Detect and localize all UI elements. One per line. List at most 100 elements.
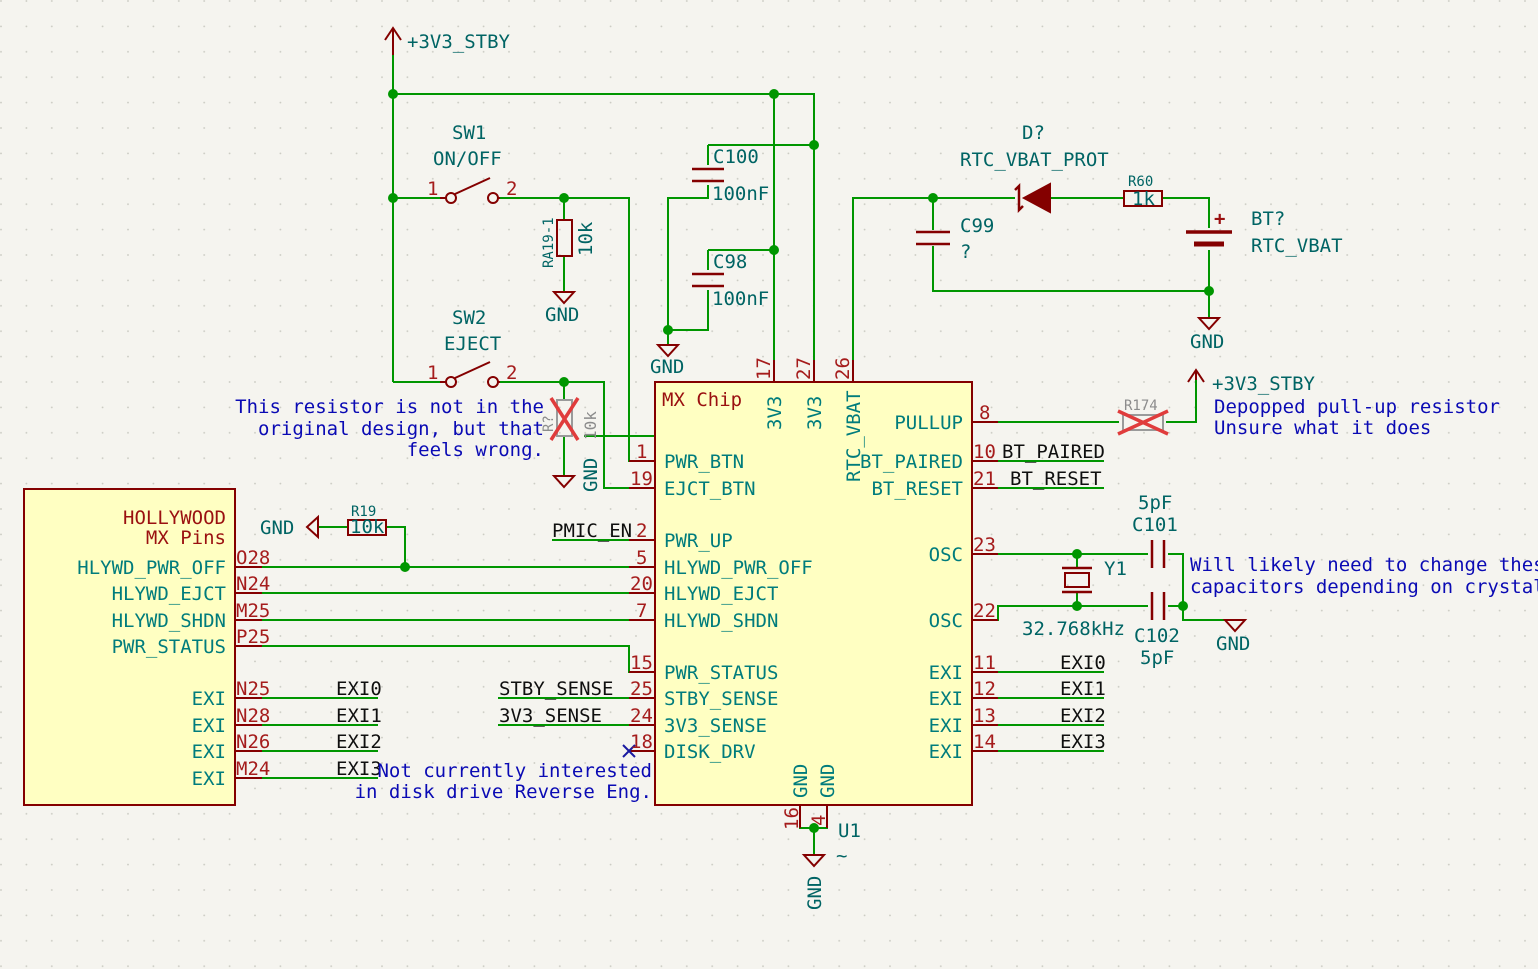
ground-icon[interactable]	[305, 514, 319, 540]
pin-name-pwr-status: PWR_STATUS	[664, 662, 778, 684]
net-label-exi2-left[interactable]: EXI2	[336, 731, 382, 753]
pin-name-bt-reset: BT_RESET	[871, 478, 963, 500]
battery-symbol[interactable]	[1186, 230, 1232, 247]
c101-symbol[interactable]	[1150, 540, 1166, 568]
disk-note-line2: in disk drive Reverse Eng.	[355, 781, 652, 803]
net-label-bt-reset[interactable]: BT_RESET	[1010, 468, 1102, 490]
c99-symbol[interactable]	[916, 230, 950, 246]
mx-chip-ref: U1	[838, 820, 861, 842]
hollywood-pin-labels: HLYWD_PWR_OFF HLYWD_EJCT HLYWD_SHDN PWR_…	[77, 547, 270, 790]
net-label-pmic-en[interactable]: PMIC_EN	[552, 520, 632, 542]
resistor-symbols	[347, 190, 1164, 536]
net-label-exi2-right[interactable]: EXI2	[1060, 705, 1106, 727]
power-label-3v3-right: +3V3_STBY	[1212, 373, 1316, 395]
r60-body[interactable]	[1123, 190, 1163, 207]
power-arrow-icon[interactable]	[1187, 368, 1205, 383]
sw1-symbol[interactable]	[440, 177, 500, 204]
wire-pullup-3v3[interactable]	[1166, 380, 1197, 423]
c100-symbol[interactable]	[692, 167, 724, 183]
c98-ref: C98	[713, 251, 747, 273]
r174-body[interactable]	[1122, 414, 1164, 431]
gnd-label-chip: GND	[804, 876, 826, 910]
wire-cap-gnd[interactable]	[1168, 553, 1235, 621]
net-label-exi3-right[interactable]: EXI3	[1060, 731, 1106, 753]
junction	[663, 325, 673, 335]
wire-3v3-top[interactable]	[393, 93, 815, 382]
hlywd-pin-num: P25	[236, 626, 270, 648]
junction	[928, 193, 938, 203]
disk-note-line1: Not currently interested	[377, 760, 652, 782]
sw1-pin2: 2	[506, 178, 517, 200]
c98-symbol[interactable]	[692, 272, 724, 288]
hlywd-pin-num: N25	[236, 678, 270, 700]
junction	[388, 193, 398, 203]
net-label-stby-sense[interactable]: STBY_SENSE	[499, 678, 613, 700]
mx-chip-left-pins: PWR_BTN EJCT_BTN PWR_UP HLYWD_PWR_OFF HL…	[630, 441, 813, 763]
wire-c100-bot[interactable]	[667, 185, 709, 330]
pin-num-1: 1	[636, 441, 647, 463]
r19-body[interactable]	[347, 519, 387, 536]
ground-icon[interactable]	[551, 291, 577, 305]
junction	[809, 823, 819, 833]
crystal-ref: Y1	[1104, 558, 1127, 580]
pin-name-stby-sense: STBY_SENSE	[664, 688, 778, 710]
ground-icon[interactable]	[655, 344, 681, 358]
ground-icon[interactable]	[1196, 317, 1222, 331]
mx-chip-right-pins: PULLUP BT_PAIRED BT_RESET OSC OSC EXI EX…	[860, 402, 996, 763]
battery-value: RTC_VBAT	[1251, 235, 1343, 257]
pin-num-17: 17	[753, 357, 775, 380]
power-label-3v3-top: +3V3_STBY	[407, 31, 511, 53]
pin-num-16: 16	[781, 807, 803, 830]
net-label-exi0-left[interactable]: EXI0	[336, 678, 382, 700]
net-labels: PMIC_EN STBY_SENSE 3V3_SENSE BT_PAIRED B…	[336, 441, 1106, 780]
mx-chip-pins	[629, 360, 998, 828]
ground-icon[interactable]	[1222, 619, 1248, 633]
hollywood-title: HOLLYWOOD	[123, 507, 226, 529]
pin-num-18: 18	[630, 731, 653, 753]
annotation-notes: This resistor is not in the original des…	[235, 396, 1538, 803]
resistor-note-line1: This resistor is not in the	[235, 396, 544, 418]
gnd-label-battery: GND	[1190, 331, 1224, 353]
diode-symbol[interactable]	[1014, 182, 1051, 214]
resistor-note-line2: original design, but that	[258, 418, 544, 440]
wire-r19-right[interactable]	[386, 526, 406, 567]
r-unk-value: 10k	[581, 411, 600, 440]
net-label-exi0-right[interactable]: EXI0	[1060, 652, 1106, 674]
power-arrow-icon[interactable]	[384, 26, 402, 55]
r174-ref: R174	[1124, 398, 1158, 414]
c102-symbol[interactable]	[1150, 592, 1166, 620]
diode-value: RTC_VBAT_PROT	[960, 149, 1109, 171]
pin-name-hlywd-shdn: HLYWD_SHDN	[664, 610, 778, 632]
wire-c98-bot[interactable]	[667, 290, 709, 345]
ground-icon[interactable]	[551, 475, 577, 489]
pullup-note-line2: Unsure what it does	[1214, 417, 1431, 439]
c99-ref: C99	[960, 215, 994, 237]
ra19-value: 10k	[575, 221, 597, 256]
battery-plus: +	[1214, 208, 1225, 230]
pin-num-27: 27	[793, 357, 815, 380]
pin-name-pwr-up: PWR_UP	[664, 530, 733, 552]
net-label-exi1-right[interactable]: EXI1	[1060, 678, 1106, 700]
dnp-cross-icon	[1117, 409, 1169, 436]
r-unk-body[interactable]	[556, 399, 573, 437]
resistor-note-line3: feels wrong.	[407, 439, 544, 461]
net-label-3v3-sense[interactable]: 3V3_SENSE	[499, 705, 602, 727]
c102-ref: C102	[1134, 625, 1180, 647]
hlywd-pin-num: O28	[236, 547, 270, 569]
wire-r60-bt[interactable]	[1162, 197, 1210, 228]
sw1-pin1: 1	[427, 178, 438, 200]
sw2-symbol[interactable]	[440, 361, 500, 388]
net-label-bt-paired[interactable]: BT_PAIRED	[1002, 441, 1105, 463]
dnp-cross-icon	[549, 397, 580, 441]
ground-icon[interactable]	[801, 854, 827, 868]
junction	[809, 140, 819, 150]
wire-c99-bot[interactable]	[932, 246, 1209, 292]
gnd-label-caps: GND	[650, 356, 684, 378]
r19-ref: R19	[351, 504, 376, 520]
ra19-body[interactable]	[556, 219, 573, 257]
junctions	[388, 89, 1214, 833]
net-label-exi1-left[interactable]: EXI1	[336, 705, 382, 727]
wire-rtc-vbat[interactable]	[852, 197, 1015, 382]
crystal-symbol[interactable]	[1062, 566, 1092, 594]
net-label-exi3-left[interactable]: EXI3	[336, 758, 382, 780]
